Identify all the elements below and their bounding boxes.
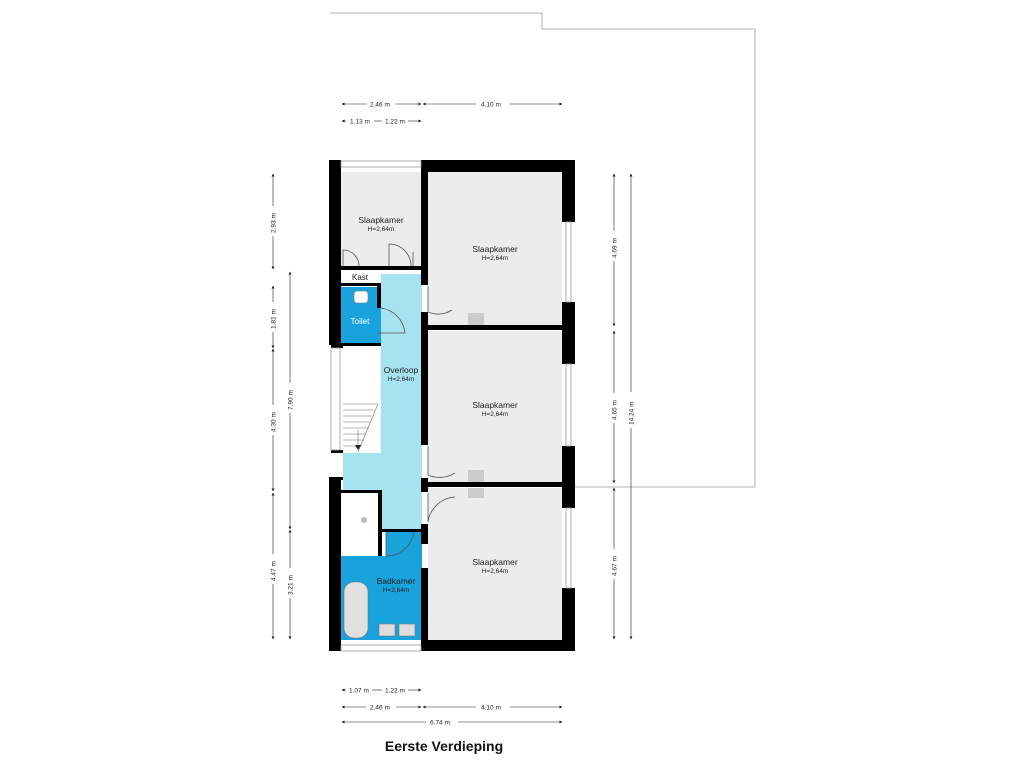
dimension-lines-horizontal (341, 102, 563, 724)
room-toilet-name: Toilet (351, 317, 370, 326)
room-slaapkamer-3-name: Slaapkamer (472, 557, 518, 567)
room-badkamer-height: H=2,64m (383, 587, 410, 594)
dim-top-246: 2.46 m (370, 102, 390, 109)
dim-right-467: 4.67 m (612, 556, 619, 576)
walls (329, 160, 575, 651)
dim-left-293: 2.93 m (271, 213, 278, 233)
room-kast-name: Kast (352, 273, 369, 282)
dim-right-469: 4.69 m (612, 238, 619, 258)
room-overloop-name: Overloop (384, 365, 419, 375)
room-slaapkamer-small-height: H=2,64m (368, 226, 395, 233)
room-slaapkamer-2-name: Slaapkamer (472, 400, 518, 410)
room-slaapkamer-1-height: H=2,64m (482, 255, 509, 262)
dim-top-122: 1.22 m (385, 119, 405, 126)
dim-left-181: 1.81 m (271, 309, 278, 329)
room-badkamer-name: Badkamer (377, 576, 416, 586)
room-slaapkamer-1-name: Slaapkamer (472, 244, 518, 254)
dim-bottom-674: 6.74 m (430, 720, 450, 727)
dim-top-113: 1.13 m (350, 119, 370, 126)
room-overloop-height: H=2,64m (388, 376, 415, 383)
douche-floor (386, 532, 422, 556)
dim-bottom-410: 4.10 m (481, 705, 501, 712)
overloop-floor (343, 274, 422, 530)
doors (342, 243, 456, 557)
dim-left-790: 7.90 m (288, 390, 295, 410)
douche-area (343, 493, 378, 555)
dim-right-1424: 14.24 m (629, 402, 636, 426)
slaapkamer-2-floor (428, 331, 562, 482)
slaapkamer-1-floor (428, 172, 562, 325)
plot-outline (330, 12, 756, 488)
dim-top-410: 4.10 m (481, 102, 501, 109)
windows (330, 160, 572, 652)
fixtures (343, 290, 484, 639)
staircase (343, 345, 379, 453)
dim-right-465: 4.65 m (612, 400, 619, 420)
kast-floor (341, 270, 381, 284)
room-slaapkamer-small-name: Slaapkamer (358, 215, 404, 225)
floor-title: Eerste Verdieping (385, 738, 503, 754)
room-slaapkamer-2-height: H=2,64m (482, 411, 509, 418)
dim-left-321: 3.21 m (288, 575, 295, 595)
dim-bottom-107: 1.07 m (349, 688, 369, 695)
dimension-lines-vertical (271, 173, 633, 640)
dim-left-430: 4.30 m (271, 412, 278, 432)
slaapkamer-3-floor (428, 488, 562, 640)
room-slaapkamer-3-height: H=2,64m (482, 568, 509, 575)
dim-bottom-246: 2.46 m (370, 705, 390, 712)
dim-bottom-122: 1.22 m (385, 688, 405, 695)
dim-left-447: 4.47 m (271, 561, 278, 581)
